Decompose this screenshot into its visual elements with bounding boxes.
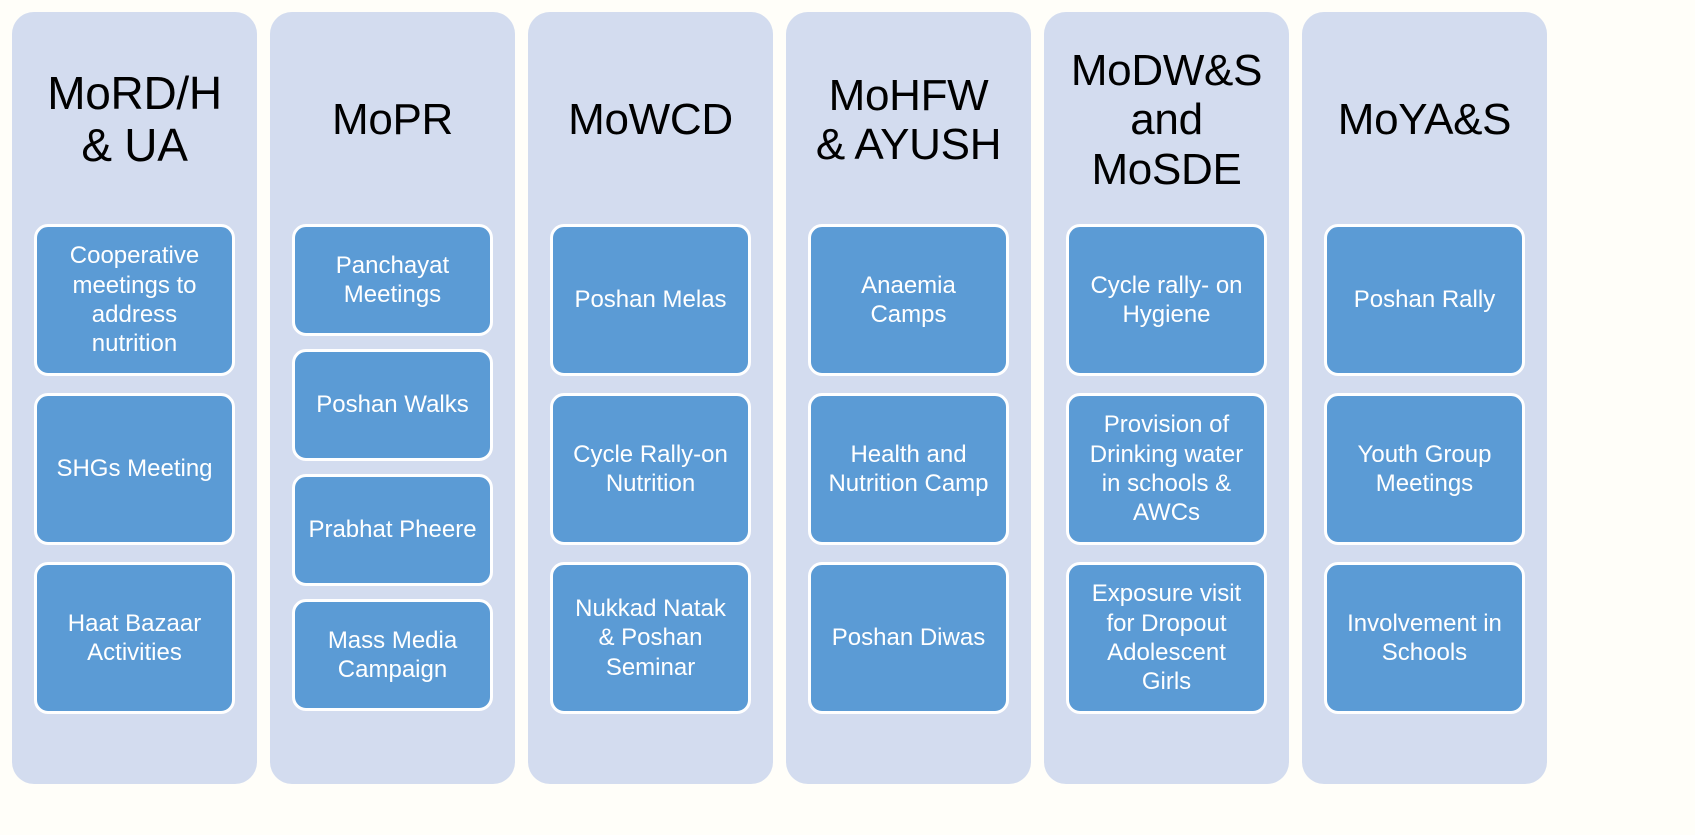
list-item-label: Mass Media Campaign	[327, 626, 458, 683]
list-item[interactable]: Nukkad Natak & Poshan Seminar	[550, 562, 751, 714]
list-item[interactable]: Poshan Diwas	[808, 562, 1009, 714]
list-item[interactable]: Cycle Rally-on Nutrition	[550, 393, 751, 545]
list-item-label: Nukkad Natak & Poshan Seminar	[575, 595, 726, 681]
column-header: MoRD/H & UA	[12, 12, 257, 224]
list-item-label: SHGs Meeting	[56, 455, 213, 483]
list-item[interactable]: Poshan Rally	[1324, 224, 1525, 376]
list-item-label: Poshan Rally	[1353, 286, 1496, 314]
list-item-label: Cycle rally- on Hygiene	[1090, 271, 1243, 328]
column-modws-mosde: MoDW&S and MoSDE Cycle rally- on Hygiene…	[1044, 12, 1289, 784]
list-item[interactable]: Prabhat Pheere	[292, 474, 493, 586]
list-item-label: Cooperative meetings to address nutritio…	[69, 242, 200, 358]
column-moyas: MoYA&S Poshan Rally Youth Group Meetings…	[1302, 12, 1547, 784]
list-item-label: Haat Bazaar Activities	[67, 609, 202, 666]
column-header: MoPR	[270, 12, 515, 224]
column-item-list: Cooperative meetings to address nutritio…	[12, 224, 257, 784]
list-item[interactable]: Involvement in Schools	[1324, 562, 1525, 714]
column-header: MoYA&S	[1302, 12, 1547, 224]
column-item-list: Anaemia Camps Health and Nutrition Camp …	[786, 224, 1031, 784]
column-header: MoWCD	[528, 12, 773, 224]
list-item-label: Poshan Melas	[574, 286, 727, 314]
list-item-label: Youth Group Meetings	[1357, 440, 1492, 497]
list-item[interactable]: Provision of Drinking water in schools &…	[1066, 393, 1267, 545]
column-title: MoHFW & AYUSH	[815, 70, 1002, 169]
column-title: MoWCD	[568, 95, 733, 145]
list-item-label: Exposure visit for Dropout Adolescent Gi…	[1091, 580, 1242, 696]
list-item[interactable]: SHGs Meeting	[34, 393, 235, 545]
column-mopr: MoPR Panchayat Meetings Poshan Walks Pra…	[270, 12, 515, 784]
column-header: MoDW&S and MoSDE	[1044, 12, 1289, 224]
column-mohfw-ayush: MoHFW & AYUSH Anaemia Camps Health and N…	[786, 12, 1031, 784]
column-item-list: Poshan Rally Youth Group Meetings Involv…	[1302, 224, 1547, 784]
column-title: MoDW&S and MoSDE	[1070, 46, 1263, 194]
list-item-label: Panchayat Meetings	[335, 251, 450, 308]
column-header: MoHFW & AYUSH	[786, 12, 1031, 224]
column-item-list: Panchayat Meetings Poshan Walks Prabhat …	[270, 224, 515, 784]
column-title: MoPR	[331, 95, 454, 145]
column-title: MoYA&S	[1337, 95, 1512, 145]
list-item[interactable]: Haat Bazaar Activities	[34, 562, 235, 714]
list-item[interactable]: Youth Group Meetings	[1324, 393, 1525, 545]
list-item[interactable]: Poshan Melas	[550, 224, 751, 376]
list-item[interactable]: Anaemia Camps	[808, 224, 1009, 376]
list-item-label: Poshan Diwas	[831, 624, 986, 652]
list-item[interactable]: Mass Media Campaign	[292, 599, 493, 711]
list-item-label: Prabhat Pheere	[308, 516, 477, 544]
list-item[interactable]: Health and Nutrition Camp	[808, 393, 1009, 545]
list-item[interactable]: Panchayat Meetings	[292, 224, 493, 336]
list-item-label: Health and Nutrition Camp	[828, 440, 989, 497]
list-item-label: Anaemia Camps	[861, 271, 956, 328]
list-item-label: Provision of Drinking water in schools &…	[1089, 411, 1244, 527]
list-item-label: Involvement in Schools	[1347, 609, 1502, 666]
column-mord-h-ua: MoRD/H & UA Cooperative meetings to addr…	[12, 12, 257, 784]
column-item-list: Cycle rally- on Hygiene Provision of Dri…	[1044, 224, 1289, 784]
list-item[interactable]: Cycle rally- on Hygiene	[1066, 224, 1267, 376]
list-item-label: Poshan Walks	[316, 391, 469, 419]
column-mowcd: MoWCD Poshan Melas Cycle Rally-on Nutrit…	[528, 12, 773, 784]
list-item[interactable]: Poshan Walks	[292, 349, 493, 461]
list-item[interactable]: Cooperative meetings to address nutritio…	[34, 224, 235, 376]
column-item-list: Poshan Melas Cycle Rally-on Nutrition Nu…	[528, 224, 773, 784]
list-item[interactable]: Exposure visit for Dropout Adolescent Gi…	[1066, 562, 1267, 714]
column-title: MoRD/H & UA	[47, 67, 222, 171]
list-item-label: Cycle Rally-on Nutrition	[573, 440, 728, 497]
